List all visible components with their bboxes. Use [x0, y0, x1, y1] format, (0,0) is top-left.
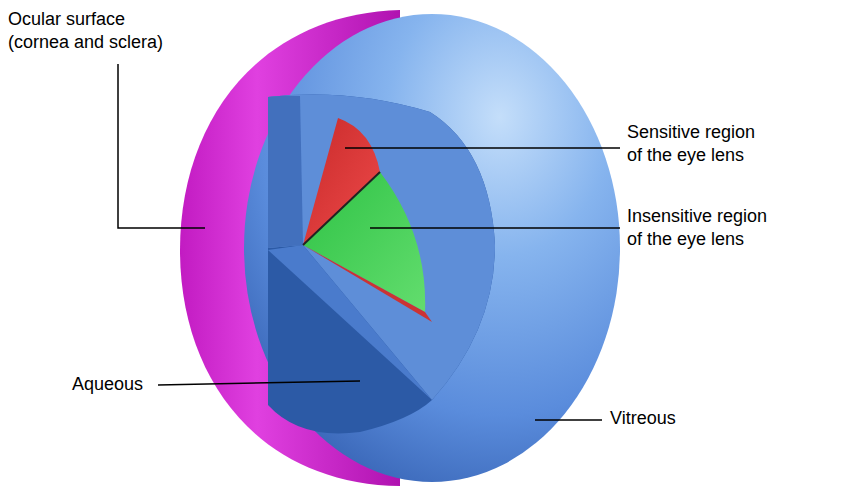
lens-sensitive-sliver — [303, 245, 432, 322]
lens-insensitive-region — [303, 172, 425, 312]
region-label: Sensitive region of the eye lens — [627, 121, 767, 168]
leader-line — [158, 381, 360, 385]
leader-line — [118, 64, 205, 228]
vitreous-cut-face — [268, 95, 495, 400]
region-label: Insensitive region of the eye lens — [627, 205, 782, 252]
leader-line — [535, 419, 602, 421]
vitreous-sphere — [244, 14, 620, 482]
leader-line — [370, 227, 620, 229]
aqueous-cut-face — [268, 96, 303, 248]
lens-divider — [303, 172, 380, 245]
part-label: Vitreous — [610, 407, 730, 430]
leader-line — [345, 147, 620, 149]
part-label: Aqueous — [72, 373, 192, 396]
ocular-surface-label: Ocular surface (cornea and sclera) — [8, 8, 173, 55]
